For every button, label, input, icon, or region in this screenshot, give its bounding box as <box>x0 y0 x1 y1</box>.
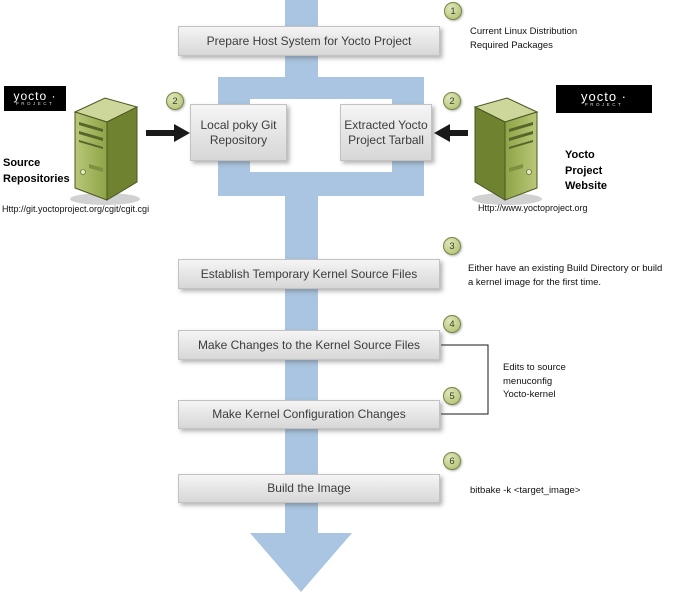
step-badge-2-right: 2 <box>443 92 461 110</box>
step-badge-4: 4 <box>443 315 461 333</box>
step-badge-1: 1 <box>444 2 462 20</box>
step-badge-5: 5 <box>443 387 461 405</box>
yocto-logo-left: yocto · PROJECT <box>4 86 66 111</box>
note-step3-build-directory: Either have an existing Build Directory … <box>468 263 663 288</box>
edits-bracket <box>441 344 489 415</box>
flow-arrow <box>218 0 424 592</box>
label-source-repositories: Source Repositories <box>3 157 70 185</box>
note-step1-host-requirements: Current Linux Distribution Required Pack… <box>470 26 578 51</box>
arrow-left-server-to-box <box>146 124 190 142</box>
flow-box-make-changes: Make Changes to the Kernel Source Files <box>178 330 440 360</box>
yocto-logo-right-subtext: PROJECT <box>584 102 624 108</box>
flow-box-build-image: Build the Image <box>178 474 440 503</box>
yocto-logo-left-subtext: PROJECT <box>15 101 55 107</box>
yocto-logo-right-wordmark: yocto · <box>580 88 627 104</box>
flow-box-establish-kernel-sources: Establish Temporary Kernel Source Files <box>178 259 440 289</box>
step-badge-2-left: 2 <box>166 92 184 110</box>
url-www-yoctoproject: Http://www.yoctoproject.org <box>478 203 588 213</box>
flow-box-kernel-config-changes: Make Kernel Configuration Changes <box>178 400 440 429</box>
label-yocto-project-website: Yocto Project Website <box>565 149 607 192</box>
note-edits-to-source: Edits to source menuconfig Yocto-kernel <box>503 362 566 400</box>
note-step6-bitbake-command: bitbake -k <target_image> <box>470 485 581 496</box>
server-icon-source-repositories <box>64 92 146 207</box>
flow-box-prepare-host: Prepare Host System for Yocto Project <box>178 26 440 56</box>
step-badge-3: 3 <box>443 237 461 255</box>
flow-box-local-poky-git: Local poky Git Repository <box>190 104 287 161</box>
arrow-right-server-to-box <box>434 124 468 142</box>
url-git-yoctoproject: Http://git.yoctoproject.org/cgit/cgit.cg… <box>2 204 150 214</box>
yocto-logo-right: yocto · PROJECT <box>556 85 652 113</box>
server-icon-yocto-website <box>466 92 548 207</box>
flow-box-extracted-tarball: Extracted Yocto Project Tarball <box>340 104 432 161</box>
step-badge-6: 6 <box>443 452 461 470</box>
yocto-logo-left-wordmark: yocto · <box>13 88 57 103</box>
